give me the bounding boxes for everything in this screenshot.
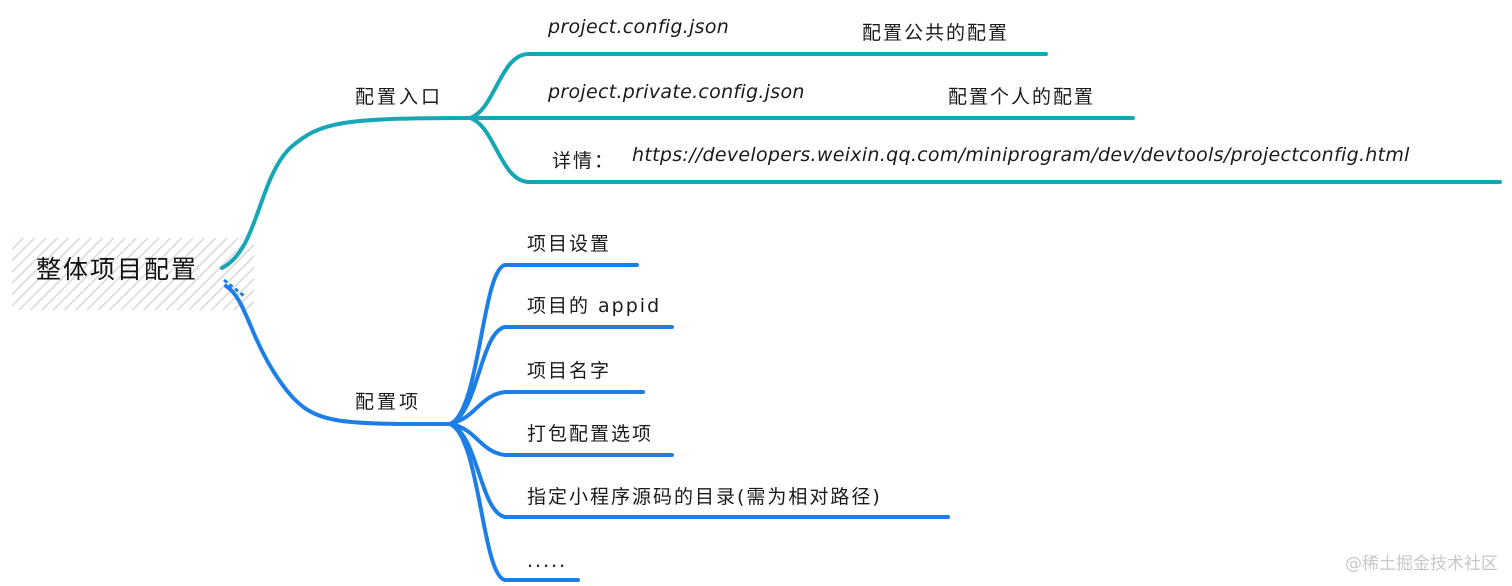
leaf-source-directory: 指定小程序源码的目录(需为相对路径)	[527, 486, 882, 508]
leaf-project-settings: 项目设置	[527, 233, 612, 255]
connector-root-to-items	[224, 284, 452, 427]
connector-entry-child-1	[468, 52, 1048, 120]
leaf-ellipsis: .....	[527, 550, 568, 572]
connector-items-child-2	[448, 325, 674, 426]
leaf-project-name: 项目名字	[527, 360, 612, 382]
leaf-packing-options: 打包配置选项	[527, 423, 654, 445]
connector-root-to-entry	[220, 116, 472, 270]
connector-items-child-4	[448, 422, 674, 457]
connector-items-child-3	[448, 390, 645, 426]
connector-entry-child-3	[468, 116, 1502, 184]
connector-items-child-6	[448, 422, 580, 582]
branch-label-config-entry: 配置入口	[355, 86, 444, 108]
leaf-project-private-config-json: project.private.config.json	[548, 81, 805, 103]
leaf-details-label: 详情：	[552, 150, 616, 172]
root-node-background	[12, 238, 254, 310]
leaf-details-link[interactable]: https://developers.weixin.qq.com/minipro…	[632, 144, 1410, 166]
connector-root-dashed	[223, 278, 245, 298]
watermark: @稀土掘金技术社区	[1345, 554, 1498, 574]
leaf-project-config-json: project.config.json	[548, 16, 730, 38]
branch-label-config-items: 配置项	[355, 391, 422, 413]
connector-items-child-1	[448, 263, 639, 426]
leaf-note-public-config: 配置公共的配置	[862, 22, 1010, 44]
root-node-label: 整体项目配置	[36, 255, 199, 284]
leaf-project-appid: 项目的 appid	[527, 295, 662, 317]
leaf-note-private-config: 配置个人的配置	[948, 86, 1096, 108]
